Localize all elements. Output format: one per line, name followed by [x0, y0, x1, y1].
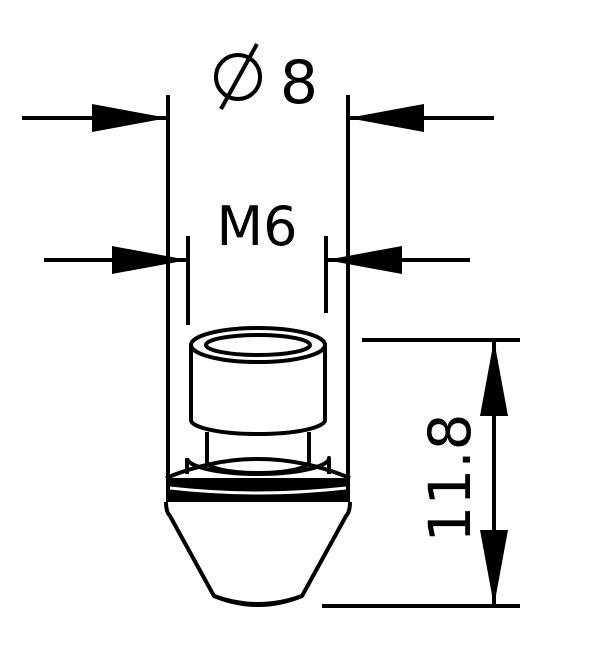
nozzle-cone-bottom-lip	[213, 594, 303, 607]
outer-diameter-dimension	[22, 95, 494, 480]
nozzle-band-highlight	[169, 486, 347, 495]
diameter-symbol-icon	[214, 43, 262, 110]
nozzle-cone	[164, 501, 352, 606]
outer-diameter-label: 8	[214, 43, 318, 118]
height-dimension	[322, 338, 520, 608]
nozzle-top-rim-inner	[204, 333, 312, 357]
nozzle-part	[164, 326, 352, 607]
nozzle-top-rim-outer	[189, 326, 327, 364]
height-label: 11.8	[416, 413, 484, 542]
arrowhead-outer-right	[348, 104, 424, 132]
arrowhead-height-bottom	[480, 530, 508, 606]
outer-diameter-value: 8	[280, 48, 318, 118]
nozzle-top-cylinder	[189, 345, 327, 436]
thread-dimension	[44, 236, 470, 325]
nozzle-dark-band	[166, 478, 350, 502]
arrowhead-outer-left	[92, 104, 168, 132]
nozzle-neck	[205, 432, 311, 475]
arrowhead-thread-right	[326, 246, 402, 274]
arrowhead-thread-left	[112, 246, 188, 274]
thread-label: M6	[217, 195, 298, 258]
nozzle-flange-outline	[165, 457, 351, 480]
arrowhead-height-top	[480, 340, 508, 416]
